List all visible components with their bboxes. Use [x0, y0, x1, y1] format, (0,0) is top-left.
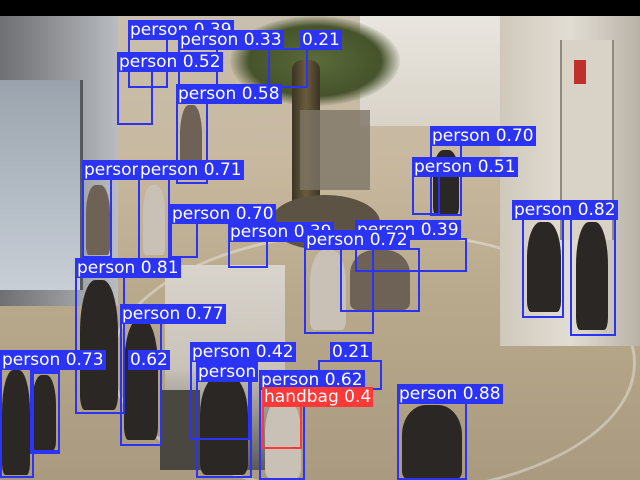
person-figure [265, 400, 301, 478]
person-figure [124, 320, 158, 440]
detection-label: 0.21 [330, 342, 372, 362]
detection-label: person 0.33 [178, 30, 284, 50]
letterbox-bar [0, 0, 640, 16]
person-figure [32, 375, 56, 450]
person-figure [576, 222, 608, 330]
detection-label: person [196, 362, 259, 382]
person-figure [80, 280, 118, 410]
detection-label: person [82, 160, 145, 180]
person-figure [143, 185, 165, 255]
detection-label: person 0.62 [259, 370, 365, 390]
detection-box[interactable]: person [196, 362, 259, 478]
detection-label: person 0.52 [117, 52, 223, 72]
detection-label: person 0.51 [412, 157, 518, 177]
detection-label: person 0.88 [397, 384, 503, 404]
detection-box[interactable]: person 0.52 [117, 52, 223, 125]
person-figure [86, 185, 110, 255]
kiosk-counter [160, 390, 200, 470]
person-figure [2, 370, 30, 475]
detection-label: person 0.71 [138, 160, 244, 180]
detection-label: person 0.70 [430, 126, 536, 146]
detection-box[interactable]: person 0.51 [412, 157, 518, 215]
detection-box[interactable]: person [522, 200, 585, 318]
detection-box[interactable]: person 0.39 [228, 222, 334, 268]
person-figure [402, 405, 462, 480]
left-display-window [0, 80, 83, 290]
detection-label: person 0.72 [304, 230, 410, 250]
handbag-detection-box[interactable]: handbag 0.4 [262, 387, 374, 449]
detection-label: person 0.42 [190, 342, 296, 362]
person-figure [200, 375, 248, 475]
detection-box[interactable]: person 0.72 [304, 230, 410, 334]
detection-box[interactable]: person 0.81 [75, 258, 181, 414]
detection-box[interactable]: person 0.42 [190, 342, 296, 440]
detection-label: person 0.58 [176, 84, 282, 104]
detection-box[interactable]: person 0.70 [430, 126, 536, 216]
detection-box[interactable]: person 0.58 [176, 84, 282, 184]
detection-box[interactable]: person 0.77 [120, 304, 226, 446]
detection-label: person 0.73 [0, 350, 106, 370]
red-store-sign [574, 60, 586, 84]
center-kiosk [300, 110, 370, 190]
detection-box[interactable]: person 0.70 [170, 204, 276, 258]
person-figure [350, 250, 410, 310]
detection-box[interactable]: 0.21 [268, 30, 342, 88]
detection-box[interactable]: 0.62 [30, 350, 170, 452]
detection-label: person 0.81 [75, 258, 181, 278]
detection-box[interactable]: person [82, 160, 145, 258]
detection-box[interactable]: person 0.88 [397, 384, 503, 480]
person-figure [527, 222, 561, 312]
detection-box[interactable]: person 0.82 [512, 200, 618, 336]
detection-box[interactable]: person 0.33 [178, 30, 284, 93]
detection-label: person 0.70 [170, 204, 276, 224]
detection-label: 0.62 [128, 350, 170, 370]
detection-label: handbag 0.4 [262, 387, 374, 407]
detection-box[interactable]: person 0.71 [138, 160, 244, 260]
detection-box[interactable] [340, 248, 420, 312]
detection-label: person 0.77 [120, 304, 226, 324]
detection-box[interactable]: person 0.73 [0, 350, 106, 478]
detection-label: person 0.82 [512, 200, 618, 220]
detection-label: 0.21 [300, 30, 342, 50]
